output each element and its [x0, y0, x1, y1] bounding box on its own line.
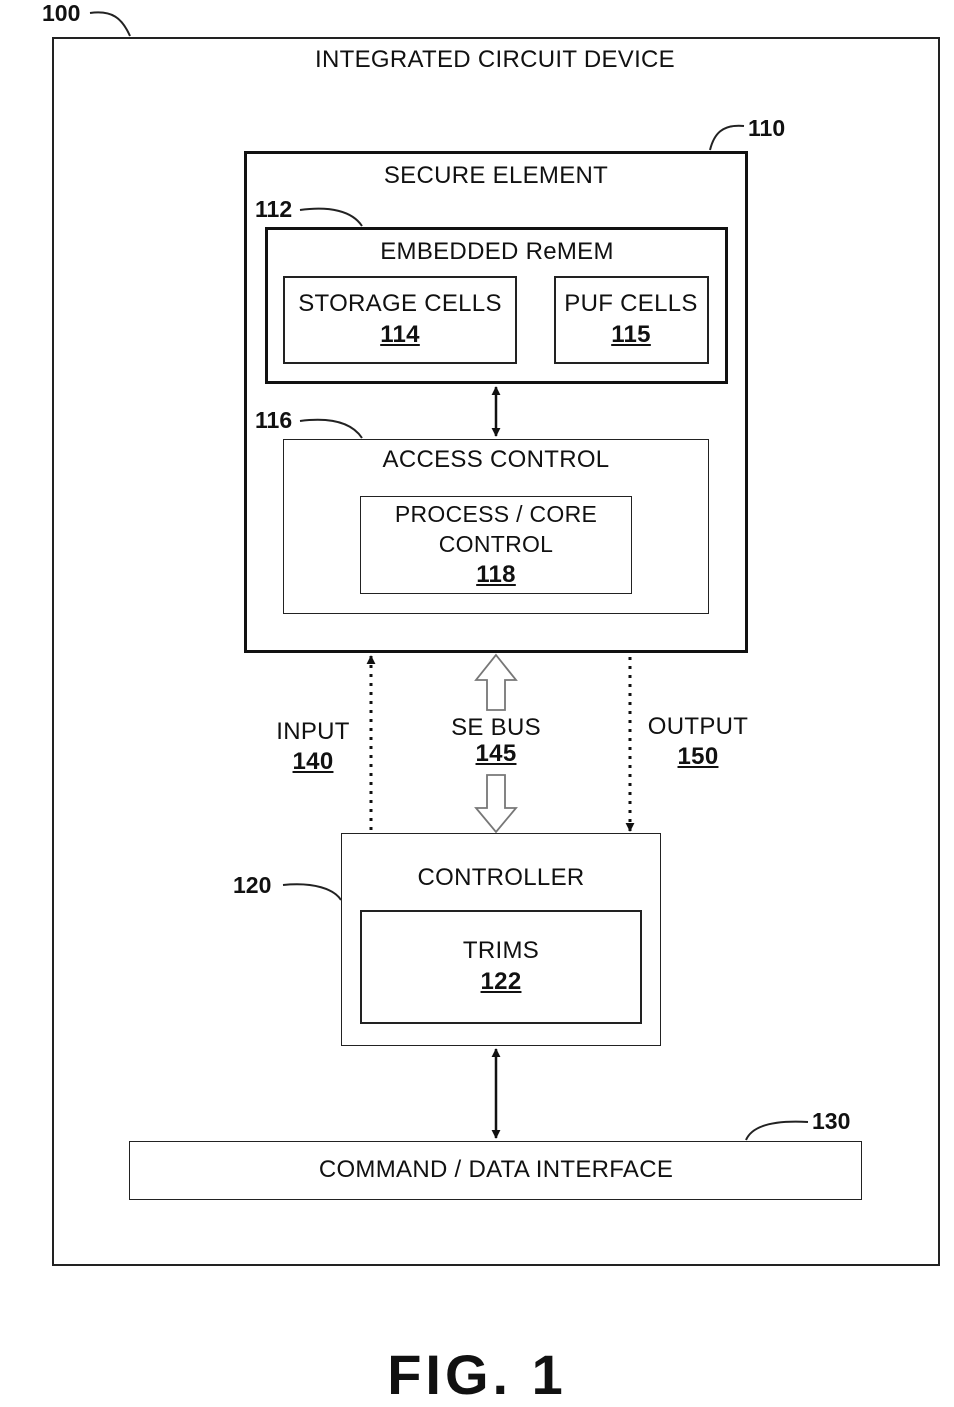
se-bus-label: SE BUS: [451, 714, 541, 742]
output-number: 150: [678, 743, 719, 771]
embedded-rememory-title: EMBEDDED ReMEM: [380, 238, 614, 266]
se-bus-number: 145: [476, 740, 517, 768]
access-control-ref: 116: [255, 407, 292, 434]
command-data-interface-ref: 130: [812, 1108, 850, 1135]
input-number: 140: [293, 748, 334, 776]
puf-cells-number: 115: [611, 321, 651, 349]
trims-label: TRIMS: [463, 937, 539, 965]
controller-ref: 120: [233, 872, 271, 899]
device-title: INTEGRATED CIRCUIT DEVICE: [315, 46, 675, 74]
storage-cells-label: STORAGE CELLS: [298, 290, 502, 318]
controller-title: CONTROLLER: [417, 864, 584, 892]
process-core-control-number: 118: [476, 561, 516, 589]
trims-number: 122: [481, 968, 522, 996]
leader-line-100: [90, 12, 130, 36]
embedded-rememory-ref: 112: [255, 196, 292, 223]
figure-caption: FIG. 1: [387, 1342, 567, 1407]
access-control-title: ACCESS CONTROL: [383, 446, 610, 474]
storage-cells-number: 114: [380, 321, 420, 349]
output-label: OUTPUT: [648, 713, 748, 741]
process-core-control-label-line2: CONTROL: [439, 531, 554, 558]
device-ref: 100: [42, 0, 80, 27]
secure-element-title: SECURE ELEMENT: [384, 162, 608, 190]
input-label: INPUT: [276, 718, 350, 746]
puf-cells-label: PUF CELLS: [564, 290, 697, 318]
process-core-control-label-line1: PROCESS / CORE: [395, 501, 597, 528]
trims-box: [360, 910, 642, 1024]
secure-element-ref: 110: [748, 115, 785, 142]
command-data-interface-label: COMMAND / DATA INTERFACE: [319, 1156, 673, 1184]
